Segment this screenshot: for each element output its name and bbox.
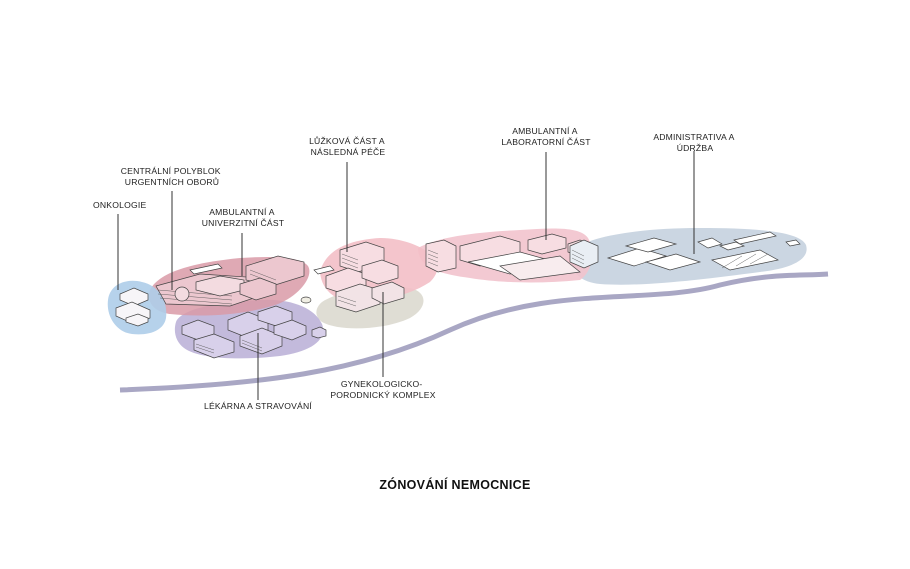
building-gyn [335, 281, 405, 313]
label-polyblok: CENTRÁLNÍ POLYBLOK URGENTNÍCH OBORŮ [121, 166, 224, 187]
building-lekarna [181, 305, 327, 359]
leader-lines [117, 151, 695, 400]
label-gyn: GYNEKOLOGICKO- PORODNICKÝ KOMPLEX [330, 379, 435, 400]
diagram-title: ZÓNOVÁNÍ NEMOCNICE [379, 477, 530, 492]
label-lekarna: LÉKÁRNA A STRAVOVÁNÍ [204, 401, 312, 411]
building-onkologie [115, 287, 151, 327]
buildings [115, 231, 801, 359]
label-admin: ADMINISTRATIVA A ÚDRŽBA [653, 132, 736, 153]
label-onkologie: ONKOLOGIE [93, 200, 146, 210]
building-luzkova [313, 241, 399, 295]
building-admin [569, 231, 801, 271]
label-amb-univ: AMBULANTNÍ A UNIVERZITNÍ ČÁST [202, 207, 285, 228]
road [119, 271, 829, 393]
building-amb-univ [239, 255, 305, 301]
zone-labels: ONKOLOGIE CENTRÁLNÍ POLYBLOK URGENTNÍCH … [93, 126, 736, 411]
building-amb-lab [425, 233, 591, 281]
building-tank [300, 296, 312, 304]
label-luzkova: LŮŽKOVÁ ČÁST A NÁSLEDNÁ PÉČE [309, 135, 387, 157]
label-amb-lab: AMBULANTNÍ A LABORATORNÍ ČÁST [501, 126, 591, 147]
